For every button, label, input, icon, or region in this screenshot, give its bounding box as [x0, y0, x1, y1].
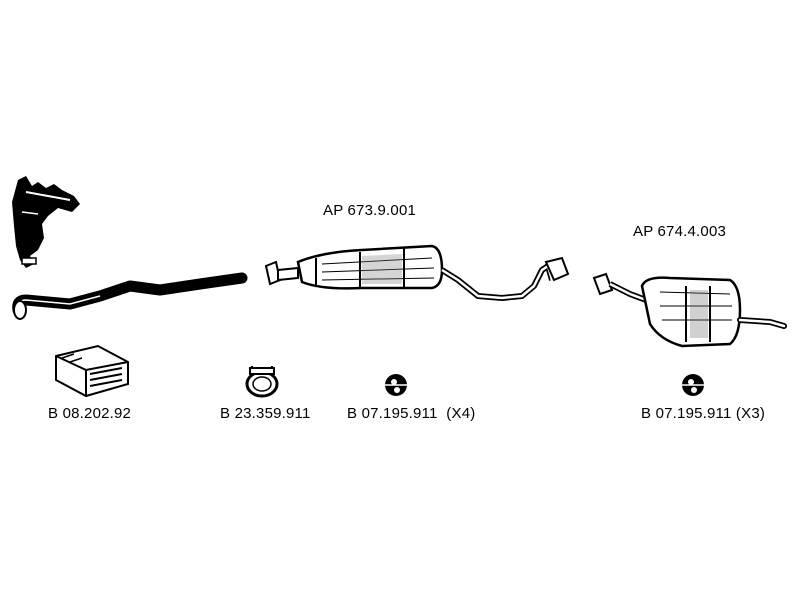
part-code: B 07.195.911	[347, 405, 438, 422]
part-number-hanger-front: B 07.195.911 (X4)	[347, 405, 475, 423]
part-code: B 07.195.911	[641, 405, 732, 422]
front-pipe-icon	[10, 266, 250, 326]
mounting-kit-box-icon	[48, 342, 134, 398]
part-number-hanger-rear: B 07.195.911 (X3)	[641, 405, 765, 423]
rubber-hanger-ring-icon	[679, 370, 707, 400]
part-number-mounting-kit: B 08.202.92	[48, 405, 132, 422]
rubber-hanger-ring-icon	[382, 370, 410, 400]
assembly-code-rear: AP 674.4.003	[633, 223, 727, 240]
assembly-code-centre: AP 673.9.001	[323, 202, 417, 219]
rear-silencer-icon	[590, 266, 800, 356]
part-number-clamp: B 23.359.911	[220, 405, 311, 422]
part-quantity: (X3)	[735, 405, 766, 422]
part-quantity: (X4)	[446, 405, 476, 422]
exhaust-manifold-icon	[8, 172, 88, 272]
centre-silencer-icon	[262, 240, 592, 312]
pipe-clamp-icon	[240, 364, 284, 400]
